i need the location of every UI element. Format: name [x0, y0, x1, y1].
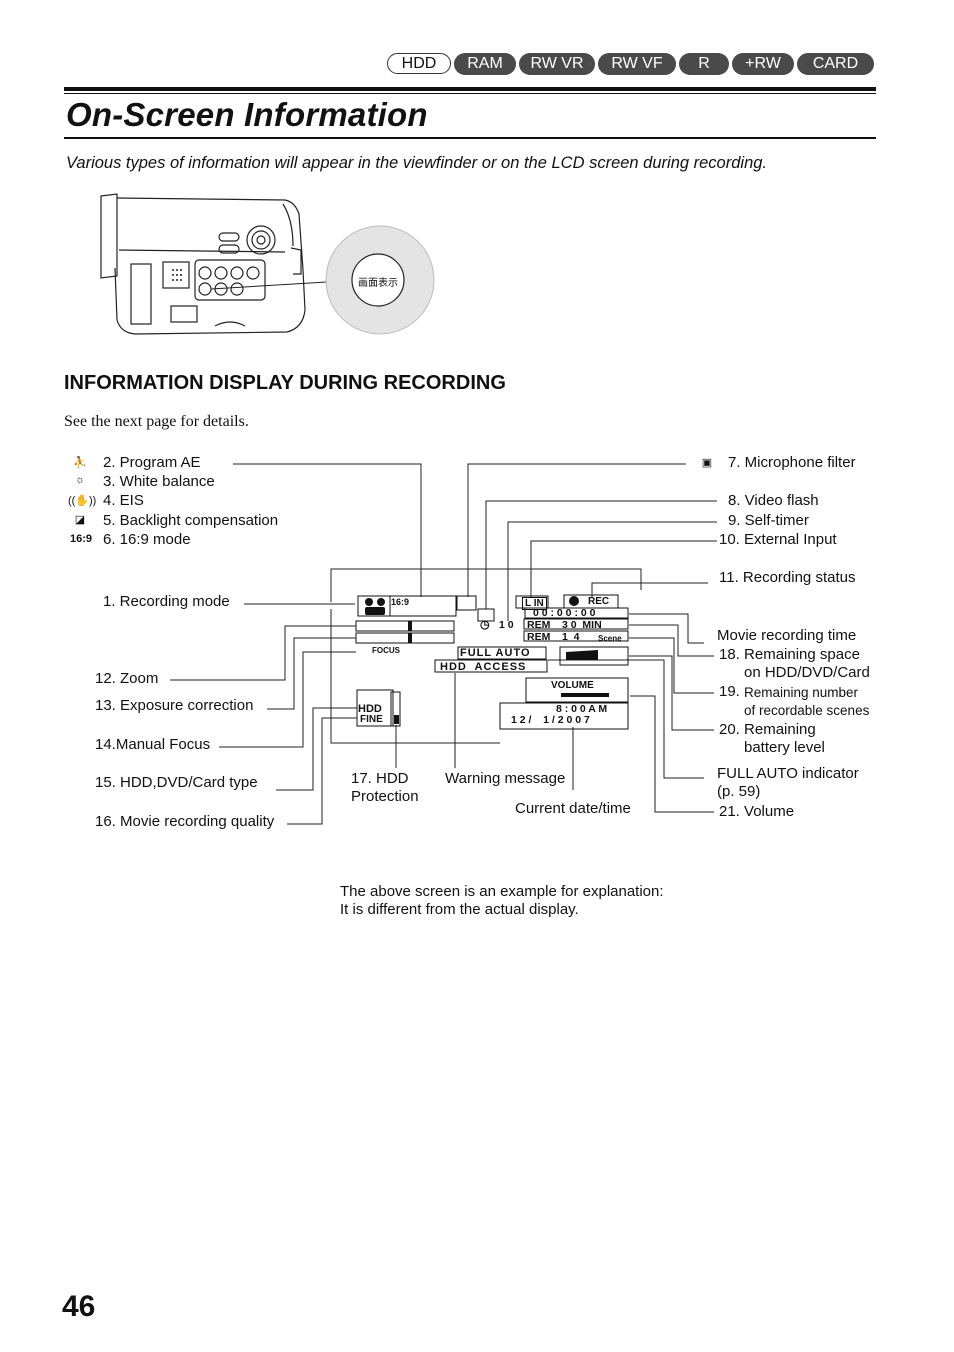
tab-rw-vf: RW VF — [598, 53, 676, 75]
program-ae-icon: ⛹ — [73, 457, 87, 469]
tab-r: R — [679, 53, 729, 75]
label-zoom: 12. Zoom — [95, 670, 159, 687]
tab-rw-vr: RW VR — [519, 53, 595, 75]
label-date-time: Current date/time — [515, 800, 631, 817]
label-self-timer: 9. Self-timer — [728, 512, 809, 529]
eis-icon: ((✋)) — [68, 495, 97, 507]
label-remaining-space-2: on HDD/DVD/Card — [744, 664, 870, 681]
label-volume: 21. Volume — [719, 803, 795, 820]
label-remaining-scenes-1: Remaining number — [744, 685, 859, 700]
screen-timer: 1 0 — [499, 619, 514, 631]
page-title: On-Screen Information — [66, 96, 428, 133]
label-exposure: 13. Exposure correction — [95, 697, 254, 714]
label-remaining-scenes-num: 19. — [719, 683, 740, 700]
label-169-mode: 6. 16:9 mode — [103, 531, 191, 548]
camcorder-illustration — [100, 193, 435, 335]
screen-rem-min: REM 3 0 MIN — [527, 619, 602, 631]
mode-169-icon: 16:9 — [70, 533, 93, 545]
tab-plus-rw: +RW — [732, 53, 794, 75]
timer-icon: ◷ — [480, 619, 490, 631]
label-full-auto-1: FULL AUTO indicator — [717, 765, 859, 782]
label-rec-status: 11. Recording status — [719, 569, 856, 586]
screen-hdd-access: HDD ACCESS — [440, 661, 527, 673]
section-heading: INFORMATION DISPLAY DURING RECORDING — [64, 372, 506, 394]
label-external-input: 10. External Input — [719, 531, 837, 548]
note-line-1: The above screen is an example for expla… — [340, 883, 664, 900]
backlight-icon: ◪ — [74, 514, 86, 526]
media-tabs: HDD RAM RW VR RW VF R +RW CARD — [387, 53, 874, 75]
label-program-ae: 2. Program AE — [103, 454, 201, 471]
screen-focus: FOCUS — [372, 646, 400, 655]
label-manual-focus: 14.Manual Focus — [95, 736, 211, 753]
screen-hdd: HDD — [358, 703, 382, 715]
display-button-label: 画面表示 — [358, 278, 398, 289]
label-movie-time: Movie recording time — [717, 627, 857, 644]
screen-fine: FINE — [360, 714, 383, 725]
screen-169: 16:9 — [391, 597, 410, 607]
title-rule-bottom — [64, 137, 876, 139]
screen-date: 1 2 / 1 / 2 0 0 7 — [511, 714, 590, 726]
screen-l-in: L IN — [522, 597, 547, 610]
microphone-filter-icon: ▣ — [701, 457, 713, 469]
label-remaining-space-1: 18. Remaining space — [719, 646, 860, 663]
white-balance-icon: ☼ — [74, 474, 86, 486]
screen-volume: VOLUME — [551, 680, 594, 691]
screen-rec: REC — [588, 596, 610, 607]
label-battery-1: 20. Remaining — [719, 721, 816, 738]
label-remaining-scenes-2: of recordable scenes — [744, 703, 870, 718]
title-rule-top — [64, 87, 876, 91]
label-full-auto-2: (p. 59) — [717, 783, 761, 800]
label-hdd-protection-1: 17. HDD — [351, 770, 409, 787]
tab-hdd: HDD — [387, 53, 451, 74]
screen-full-auto: FULL AUTO — [460, 647, 531, 659]
title-rule-top-thin — [64, 93, 876, 94]
screen-clock: 8 : 0 0 A M — [556, 703, 608, 715]
label-hdd-protection-2: Protection — [351, 788, 419, 805]
label-quality: 16. Movie recording quality — [95, 813, 275, 830]
label-white-balance: 3. White balance — [103, 473, 215, 490]
label-eis: 4. EIS — [103, 492, 144, 509]
label-backlight: 5. Backlight compensation — [103, 512, 279, 529]
label-media-type: 15. HDD,DVD/Card type — [95, 774, 258, 791]
note-line-2: It is different from the actual display. — [340, 901, 579, 918]
screen-scene: Scene — [598, 634, 622, 643]
label-recording-mode: 1. Recording mode — [103, 593, 230, 610]
intro-text: Various types of information will appear… — [66, 154, 768, 172]
screen-rem-scene: REM 1 4 — [527, 631, 580, 643]
screen-time: 0 0 : 0 0 : 0 0 — [533, 607, 596, 619]
see-next-page: See the next page for details. — [64, 413, 249, 430]
label-battery-2: battery level — [744, 739, 825, 756]
explanation-note: The above screen is an example for expla… — [340, 883, 664, 919]
label-video-flash: 8. Video flash — [728, 492, 819, 509]
tab-card: CARD — [797, 53, 874, 75]
label-mic-filter: 7. Microphone filter — [728, 454, 856, 471]
screen-mockup — [355, 594, 629, 730]
label-warning: Warning message — [445, 770, 566, 787]
page-number: 46 — [62, 1290, 96, 1323]
tab-ram: RAM — [454, 53, 516, 75]
